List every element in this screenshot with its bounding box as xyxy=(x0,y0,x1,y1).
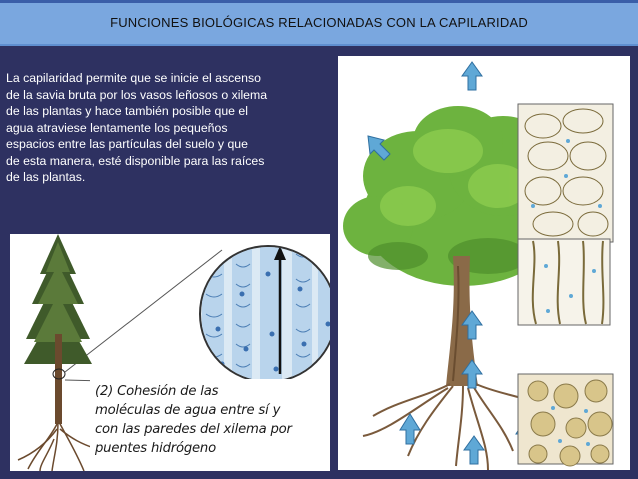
leaf-tissue-inset xyxy=(517,103,614,243)
stem-xylem-inset xyxy=(517,238,611,326)
capillarity-paragraph: La capilaridad permite que se inicie el … xyxy=(6,71,268,184)
tree-capillarity-illustration xyxy=(338,56,630,470)
conifer-xylem-drawing xyxy=(17,234,330,471)
title-bar: FUNCIONES BIOLÓGICAS RELACIONADAS CON LA… xyxy=(0,0,638,46)
root-tissue-inset xyxy=(517,373,614,467)
slide-title: FUNCIONES BIOLÓGICAS RELACIONADAS CON LA… xyxy=(110,14,528,30)
xylem-cohesion-illustration: (2) Cohesión de las moléculas de agua en… xyxy=(10,234,330,471)
figure-caption: (2) Cohesión de las moléculas de agua en… xyxy=(95,384,292,456)
tree-drawing xyxy=(343,61,614,470)
